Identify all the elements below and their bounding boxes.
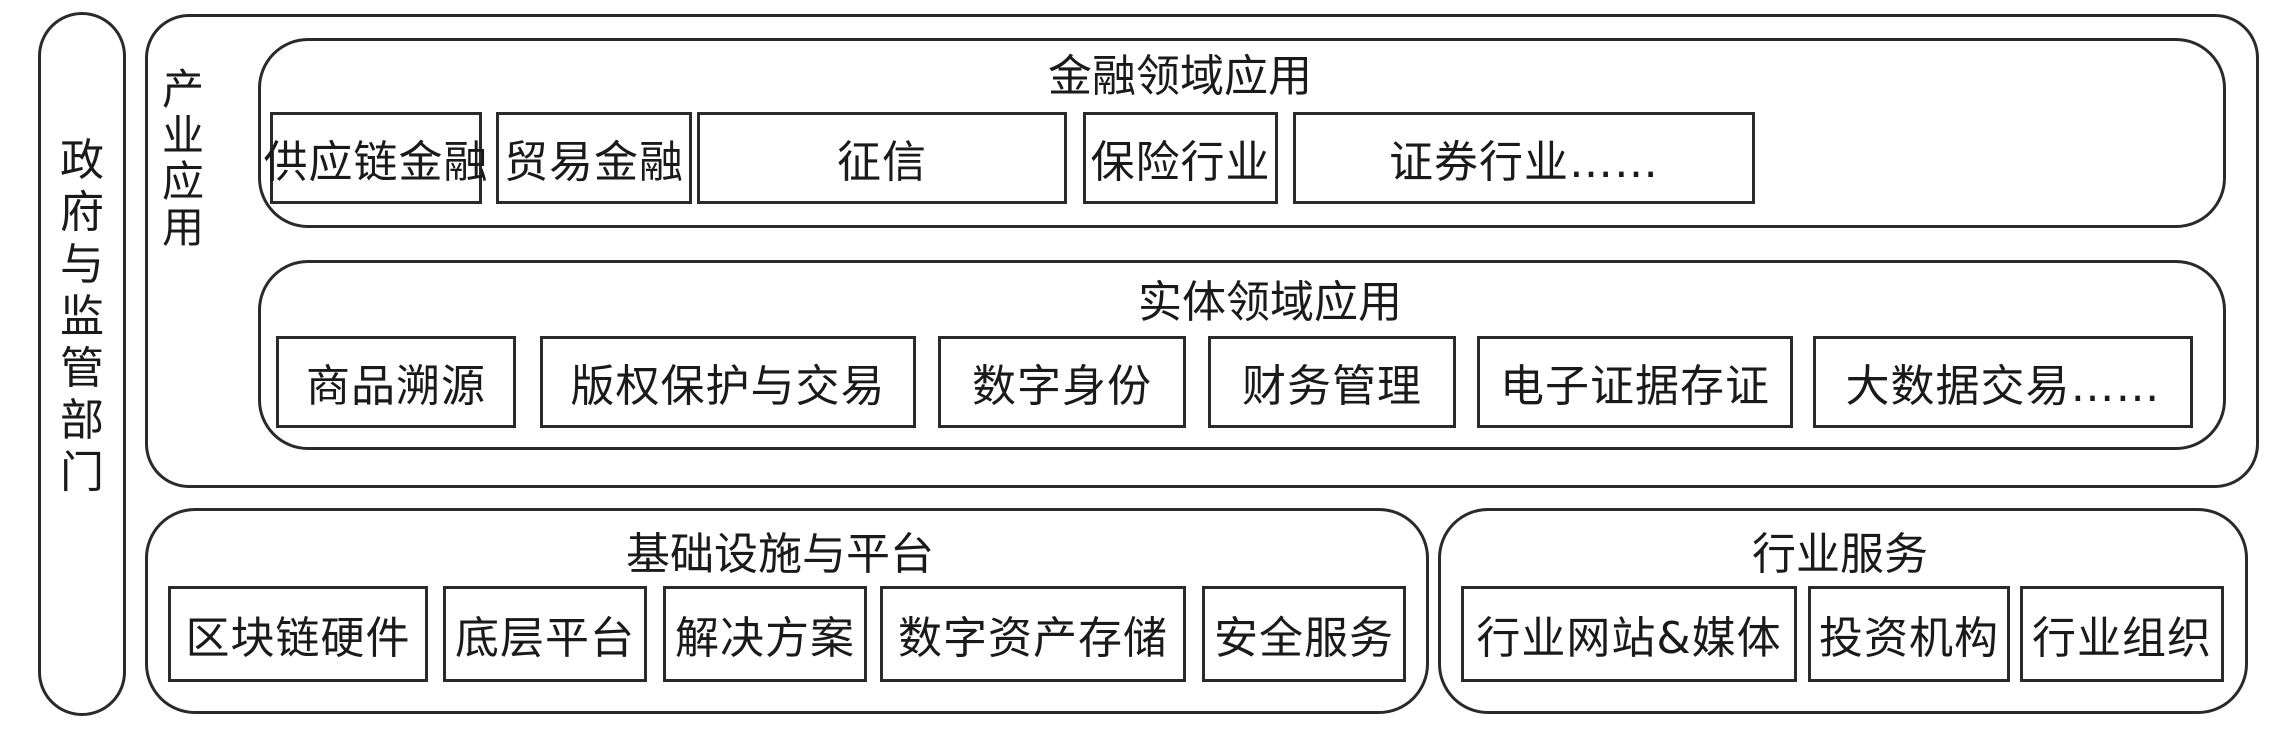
label-char: 与: [60, 239, 104, 290]
infrastructure-title: 基础设施与平台: [626, 529, 934, 580]
label-char: 业: [161, 111, 204, 160]
label-char: 监: [60, 291, 104, 342]
government-regulators-panel: 政 府 与 监 管 部 门: [38, 12, 126, 716]
label-char: 用: [161, 203, 204, 252]
finance-item-credit: 征信: [697, 112, 1067, 204]
industry-services-title: 行业服务: [1752, 529, 1928, 580]
industry-services-panel: [1438, 508, 2248, 714]
entity-item-e-evidence: 电子证据存证: [1477, 336, 1793, 428]
entity-item-product-tracing: 商品溯源: [276, 336, 516, 428]
entity-item-big-data-trading: 大数据交易……: [1813, 336, 2193, 428]
service-item-websites-media: 行业网站&媒体: [1461, 586, 1797, 682]
service-item-investment: 投资机构: [1808, 586, 2010, 682]
service-item-organizations: 行业组织: [2020, 586, 2224, 682]
label-char: 部: [60, 395, 104, 446]
entity-item-finance-management: 财务管理: [1208, 336, 1456, 428]
label-char: 府: [60, 187, 104, 238]
label-char: 政: [60, 135, 104, 186]
infra-item-hardware: 区块链硬件: [168, 586, 428, 682]
finance-item-trade: 贸易金融: [496, 112, 692, 204]
infra-item-security: 安全服务: [1202, 586, 1406, 682]
entity-item-copyright: 版权保护与交易: [540, 336, 916, 428]
finance-item-insurance: 保险行业: [1083, 112, 1278, 204]
infra-item-digital-asset-storage: 数字资产存储: [880, 586, 1186, 682]
label-char: 产: [161, 65, 204, 114]
finance-item-supply-chain: 供应链金融: [264, 112, 488, 204]
industry-application-label: 产 业 应 用: [158, 67, 208, 251]
label-char: 应: [161, 157, 204, 206]
entity-domain-title: 实体领域应用: [1138, 277, 1402, 328]
infrastructure-panel: [145, 508, 1429, 714]
industry-application-panel: 产 业 应 用: [145, 14, 2259, 488]
label-char: 门: [60, 447, 104, 498]
infra-item-solutions: 解决方案: [663, 586, 867, 682]
finance-domain-title: 金融领域应用: [1048, 51, 1312, 102]
government-regulators-label: 政 府 与 监 管 部 门: [41, 135, 123, 499]
entity-item-digital-identity: 数字身份: [938, 336, 1186, 428]
finance-item-securities: 证券行业……: [1293, 112, 1755, 204]
finance-domain-panel: [258, 38, 2226, 228]
label-char: 管: [60, 343, 104, 394]
entity-domain-panel: [258, 260, 2226, 450]
infra-item-base-platform: 底层平台: [443, 586, 647, 682]
